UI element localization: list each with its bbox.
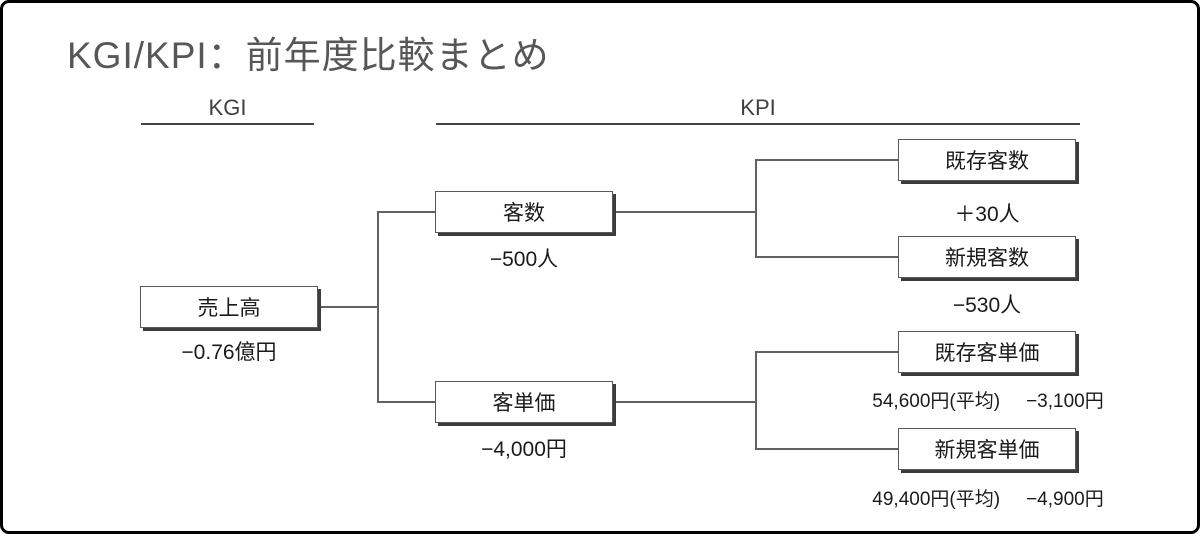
node-new-customers-label: 新規客数 [945,247,1029,270]
node-sales-label: 売上高 [197,297,261,320]
diagram-title: KGI/KPI：前年度比較まとめ [67,35,550,76]
node-sales-delta: −0.76億円 [181,341,277,364]
connector-trunk2 [755,160,757,257]
existing-unit-price-average: 54,600円(平均) [872,391,1001,412]
connector-unit-price-to-trunk3 [616,401,755,403]
connector-trunk1 [377,212,379,402]
connector-trunk3 [755,352,757,449]
connector-trunk3-to-new-unit-price [755,448,898,450]
connector-trunk1-to-customers [377,211,435,213]
node-existing-unit-price-label: 既存客単価 [934,342,1040,365]
node-unit-price-delta: −4,000円 [481,438,567,461]
connector-trunk2-to-new-customers [755,256,898,258]
node-new-unit-price: 新規客単価 [898,428,1076,470]
node-existing-customers-label: 既存客数 [945,150,1029,173]
node-existing-customers: 既存客数 [898,139,1076,181]
node-unit-price: 客単価 [435,381,613,423]
node-customers: 客数 [435,191,613,233]
connector-trunk3-to-existing-unit-price [755,351,898,353]
new-unit-price-delta: −4,900円 [1026,489,1104,510]
kpi-section-header: KPI [436,95,1080,125]
node-customers-label: 客数 [503,202,545,225]
existing-unit-price-delta: −3,100円 [1026,391,1104,412]
node-new-customers-delta: −530人 [952,294,1022,317]
node-new-unit-price-label: 新規客単価 [934,439,1040,462]
node-existing-unit-price-values: 54,600円(平均) −3,100円 [840,386,1136,413]
node-existing-unit-price: 既存客単価 [898,331,1076,373]
node-sales: 売上高 [140,286,318,328]
node-new-unit-price-values: 49,400円(平均) −4,900円 [840,484,1136,511]
node-new-customers: 新規客数 [898,236,1076,278]
node-customers-delta: −500人 [489,248,559,271]
connector-trunk1-to-unit-price [377,401,435,403]
node-existing-customers-delta: ＋30人 [954,203,1020,226]
connector-customers-to-trunk2 [616,211,755,213]
kgi-section-header: KGI [141,95,314,125]
connector-sales-to-trunk1 [321,306,377,308]
connector-trunk2-to-existing-customers [755,159,898,161]
new-unit-price-average: 49,400円(平均) [872,489,1001,510]
node-unit-price-label: 客単価 [492,392,556,415]
